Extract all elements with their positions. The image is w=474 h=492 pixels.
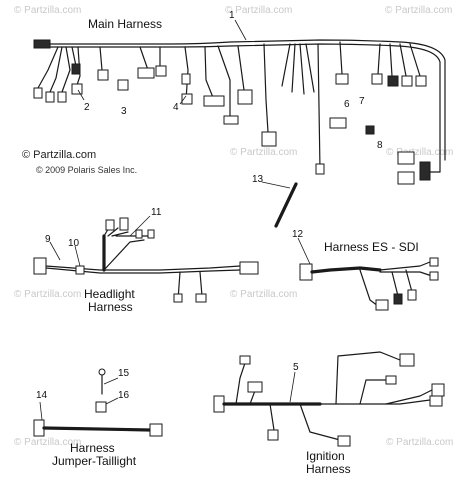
harness-es-sdi-drawing [297,237,439,311]
connector [385,375,397,385]
connector [429,271,439,281]
ignition-harness-drawing [213,351,445,447]
connector [315,163,325,175]
connector [335,73,349,85]
connector [181,73,191,85]
connector [393,293,403,305]
connector [105,219,115,231]
connector [173,293,183,303]
connector [371,73,383,85]
connector [97,69,109,81]
main-harness-title: Main Harness [88,17,163,31]
connector [33,257,47,275]
connector [195,293,207,303]
connector [239,261,259,275]
connector [223,115,239,125]
connector [407,289,417,301]
connector [45,91,55,103]
jumper-taillight-title: Harness [70,441,115,455]
connector [429,395,443,407]
harness-strap [274,182,298,228]
callout-4: 4 [173,102,179,113]
callout-1: 1 [229,10,235,21]
copyright-notice: © 2009 Polaris Sales Inc. [36,165,138,175]
connector [365,125,375,135]
callout-6: 6 [344,99,350,110]
connector [137,67,155,79]
ignition-harness-title: Harness [306,462,351,476]
connector [299,263,313,281]
main-harness-drawing [33,19,446,185]
connector [203,95,225,107]
connector [95,401,107,413]
connector [401,75,413,87]
connector [261,131,277,147]
harness-es-sdi-title: Harness ES - SDI [324,240,419,254]
connector [57,91,67,103]
callout-5: 5 [293,362,299,373]
callout-3: 3 [121,106,127,117]
watermark: © Partzilla.com [225,5,293,16]
watermark: © Partzilla.com [385,5,453,16]
connector [399,353,415,367]
connector [147,229,155,239]
callout-12: 12 [292,229,304,240]
connector [237,89,253,105]
callout-10: 10 [68,238,80,249]
watermark: © Partzilla.com [14,437,82,448]
connector [337,435,351,447]
connector [119,217,129,231]
connector [155,65,167,77]
connector [117,79,129,91]
headlight-harness-title: Headlight [84,287,135,301]
callout-8: 8 [377,140,383,151]
callout-16: 16 [118,390,130,401]
watermark: © Partzilla.com [14,289,82,300]
connector [415,75,427,87]
callout-11: 11 [151,207,162,218]
callout-13: 13 [252,174,264,185]
connector [71,83,83,95]
connector [33,87,43,99]
connector [387,75,399,87]
callout-2: 2 [84,102,90,113]
callout-14: 14 [36,390,48,401]
connector [397,151,415,165]
watermark: © Partzilla.com [14,5,82,16]
watermark: © Partzilla.com [386,147,454,158]
connector [149,423,163,437]
watermark: © Partzilla.com [386,437,454,448]
connector [375,299,389,311]
headlight-harness-title: Harness [88,300,133,314]
main-harness-connector [33,39,51,49]
watermark: © Partzilla.com [230,289,298,300]
connector [181,93,193,105]
connector [267,429,279,441]
connector [71,63,81,75]
connector [135,229,143,239]
callout-7: 7 [359,96,365,107]
jumper-taillight-title: Jumper-Taillight [52,454,137,468]
connector [431,383,445,397]
connector [397,171,415,185]
headlight-harness-drawing [33,215,259,303]
connector [329,117,347,129]
callout-15: 15 [118,368,130,379]
callout-9: 9 [45,234,51,245]
connector [429,257,439,267]
connector [98,368,106,376]
connector [419,161,431,181]
watermark: © Partzilla.com [230,147,298,158]
connector [247,381,263,393]
jumper-taillight-drawing [33,368,163,437]
connector [239,355,251,365]
connector [75,265,85,275]
ignition-harness-title: Ignition [306,449,345,463]
partzilla-brand: © Partzilla.com [22,149,97,161]
